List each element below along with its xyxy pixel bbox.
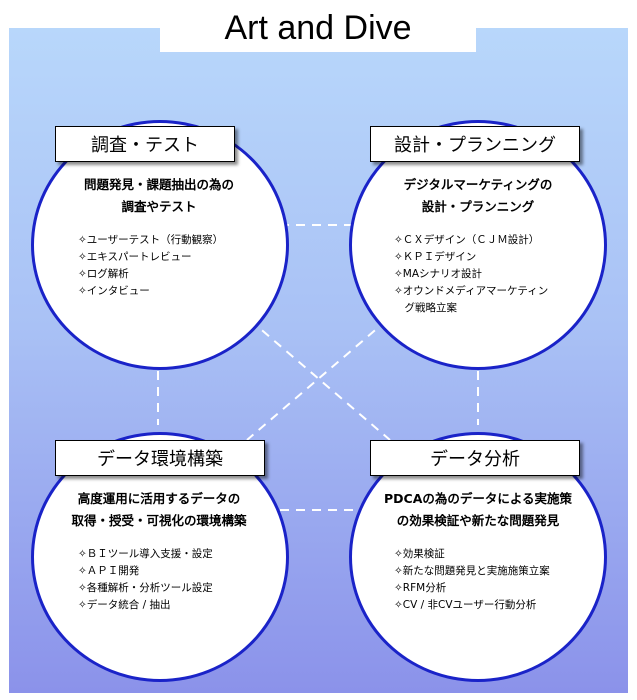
subtitle-line: 調査やテスト bbox=[121, 199, 197, 214]
quadrant-label-data-environment: データ環境構築 bbox=[55, 440, 265, 476]
list-item: ✧エキスパートレビュー bbox=[78, 251, 192, 263]
title-box: Art and Dive bbox=[160, 4, 476, 52]
quadrant-items-data-analysis: ✧効果検証 ✧新たな問題発見と実施施策立案 ✧RFM分析 ✧CV / 非CVユー… bbox=[394, 546, 550, 614]
page-title: Art and Dive bbox=[224, 8, 412, 47]
quadrant-items-planning: ✧ＣＸデザイン（ＣＪＭ設計） ✧ＫＰＩデザイン ✧MAシナリオ設計 ✧オウンドメ… bbox=[394, 232, 548, 317]
quadrant-subtitle-research: 問題発見・課題抽出の為の 調査やテスト bbox=[40, 174, 278, 218]
quadrant-subtitle-data-analysis: PDCAの為のデータによる実施策 の効果検証や新たな問題発見 bbox=[359, 488, 597, 532]
list-item: ✧MAシナリオ設計 bbox=[394, 268, 483, 280]
list-item: ✧ＣＸデザイン（ＣＪＭ設計） bbox=[394, 234, 540, 246]
quadrant-label-planning: 設計・プランニング bbox=[370, 126, 580, 162]
quadrant-label-text: 調査・テスト bbox=[91, 135, 199, 156]
quadrant-subtitle-data-environment: 高度運用に活用するデータの 取得・授受・可視化の環境構築 bbox=[40, 488, 278, 532]
subtitle-line: 高度運用に活用するデータの bbox=[77, 491, 241, 506]
list-item: ✧CV / 非CVユーザー行動分析 bbox=[394, 599, 537, 611]
subtitle-line: 設計・プランニング bbox=[421, 199, 535, 214]
list-item: ✧ログ解析 bbox=[78, 268, 129, 280]
quadrant-label-research: 調査・テスト bbox=[55, 126, 235, 162]
subtitle-line: 取得・授受・可視化の環境構築 bbox=[71, 513, 247, 528]
list-item: グ戦略立案 bbox=[394, 302, 457, 314]
list-item: ✧各種解析・分析ツール設定 bbox=[78, 582, 213, 594]
list-item: ✧ＡＰＩ開発 bbox=[78, 565, 140, 577]
quadrant-label-text: データ分析 bbox=[430, 449, 520, 470]
quadrant-label-text: 設計・プランニング bbox=[394, 135, 556, 156]
list-item: ✧インタビュー bbox=[78, 285, 150, 297]
list-item: ✧データ統合 / 抽出 bbox=[78, 599, 171, 611]
subtitle-line: PDCAの為のデータによる実施策 bbox=[383, 491, 572, 506]
quadrant-label-data-analysis: データ分析 bbox=[370, 440, 580, 476]
subtitle-line: 問題発見・課題抽出の為の bbox=[83, 177, 234, 192]
quadrant-items-research: ✧ユーザーテスト（行動観察） ✧エキスパートレビュー ✧ログ解析 ✧インタビュー bbox=[78, 232, 223, 300]
subtitle-line: デジタルマーケティングの bbox=[403, 177, 553, 192]
list-item: ✧効果検証 bbox=[394, 548, 445, 560]
connector-diagonal-down bbox=[249, 319, 391, 441]
list-item: ✧ＢＩツール導入支援・設定 bbox=[78, 548, 213, 560]
connector-diagonal-up bbox=[246, 319, 388, 441]
quadrant-subtitle-planning: デジタルマーケティングの 設計・プランニング bbox=[359, 174, 597, 218]
list-item: ✧新たな問題発見と実施施策立案 bbox=[394, 565, 550, 577]
quadrant-items-data-environment: ✧ＢＩツール導入支援・設定 ✧ＡＰＩ開発 ✧各種解析・分析ツール設定 ✧データ統… bbox=[78, 546, 213, 614]
list-item: ✧オウンドメディアマーケティン bbox=[394, 285, 549, 297]
list-item: ✧ＫＰＩデザイン bbox=[394, 251, 477, 263]
subtitle-line: の効果検証や新たな問題発見 bbox=[396, 513, 560, 528]
list-item: ✧ユーザーテスト（行動観察） bbox=[78, 234, 224, 246]
list-item: ✧RFM分析 bbox=[394, 582, 447, 594]
quadrant-label-text: データ環境構築 bbox=[97, 449, 223, 470]
